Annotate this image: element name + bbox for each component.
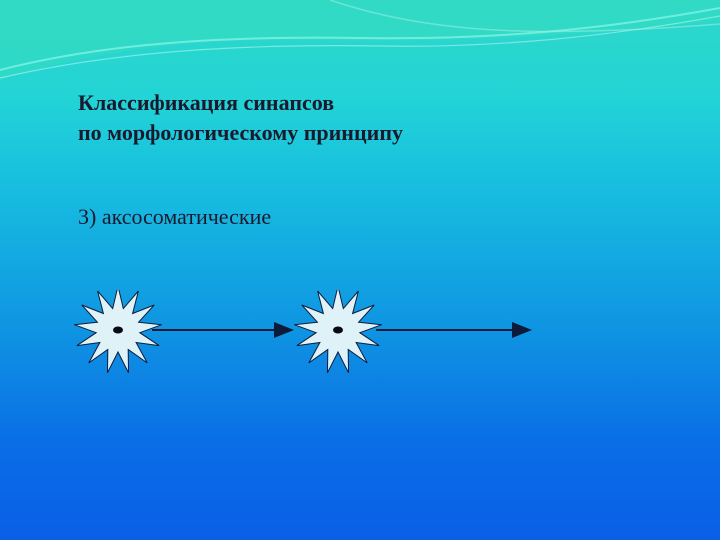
slide-title: Классификация синапсов по морфологическо… bbox=[78, 88, 678, 148]
title-line-2: по морфологическому принципу bbox=[78, 120, 403, 145]
list-item: 3) аксосоматические bbox=[78, 204, 272, 229]
wave-decoration bbox=[0, 0, 720, 80]
title-line-1: Классификация синапсов bbox=[78, 90, 335, 115]
neuron-1 bbox=[74, 290, 162, 373]
neuron-nucleus bbox=[333, 326, 343, 334]
neuron-2 bbox=[294, 290, 382, 373]
neuron-diagram bbox=[74, 290, 532, 373]
neuron-nucleus bbox=[113, 326, 123, 334]
